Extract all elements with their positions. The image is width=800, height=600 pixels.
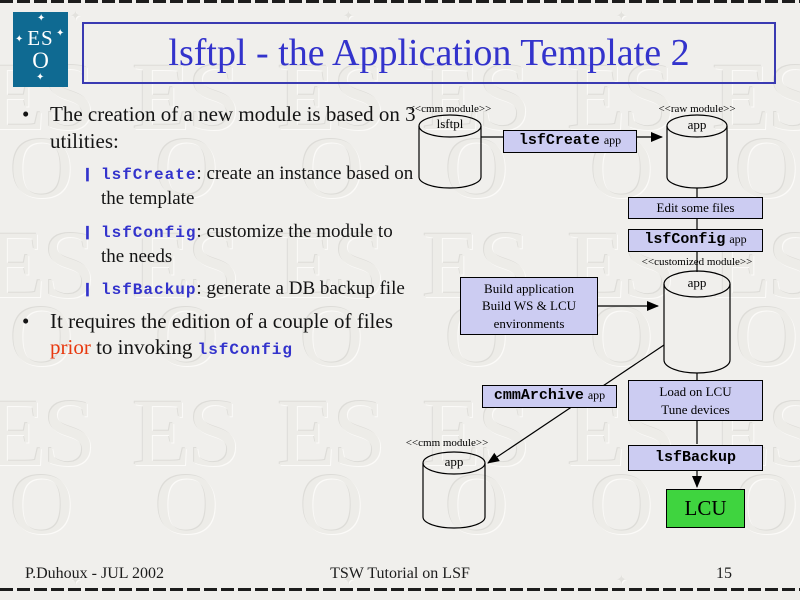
box-lsfcreate-label: lsfCreate	[518, 132, 600, 150]
cylinder-label-lsftpl: lsftpl	[436, 116, 464, 131]
bullet-text-part: to invoking	[90, 335, 198, 360]
box-cmmarchive-label: cmmArchive	[493, 387, 584, 405]
box-lsfcreate-suffix: app	[603, 133, 622, 148]
code-lsfconfig: lsfConfig	[101, 223, 197, 242]
box-load-lcu: Load on LCU Tune devices	[628, 380, 763, 421]
logo-text-o: O	[32, 48, 49, 73]
watermark-sparkle-icon: ✦	[616, 8, 627, 23]
sub-bullet-desc: : create an instance based on the templa…	[101, 163, 414, 210]
sub-bullet-item: ❙ lsfBackup: generate a DB backup file	[82, 276, 420, 301]
filmstrip-bottom	[0, 588, 800, 591]
code-lsfcreate: lsfCreate	[101, 166, 197, 185]
box-cmmarchive-suffix: app	[587, 388, 606, 403]
box-load-line: Tune devices	[661, 401, 730, 417]
cylinder-label-app: app	[687, 275, 707, 290]
box-edit-files-label: Edit some files	[656, 200, 735, 216]
bullet-marker: •	[22, 102, 30, 126]
cylinder-raw-body	[666, 126, 728, 189]
box-build-line: Build application	[484, 280, 574, 296]
box-lcu: LCU	[666, 489, 745, 528]
sub-bullet-desc: : customize the module to the needs	[101, 220, 393, 267]
box-load-line: Load on LCU	[659, 383, 732, 399]
watermark-sparkle-icon: ✦	[70, 8, 81, 23]
footer-page-number: 15	[716, 565, 732, 582]
eso-logo: ✦ ✦ ✦ ✦ ES O	[13, 12, 68, 87]
box-lsfconfig-suffix: app	[729, 232, 747, 247]
sub-bullet-desc: : generate a DB backup file	[196, 277, 405, 299]
cylinder-label-app: app	[444, 454, 464, 469]
page-title: lsftpl - the Application Template 2	[168, 32, 690, 74]
bullet-marker: •	[22, 308, 30, 333]
bullet-list: • The creation of a new module is based …	[22, 101, 420, 368]
sub-bullet-text: lsfBackup: generate a DB backup file	[101, 276, 420, 301]
box-build-line: Build WS & LCU	[481, 298, 577, 314]
stereotype-raw-module: <<raw module>>	[658, 103, 736, 115]
box-lsfconfig-label: lsfConfig	[644, 231, 726, 249]
stereotype-cmm-module: <<cmm module>>	[408, 103, 492, 115]
sub-bullet-text: lsfConfig: customize the module to the n…	[101, 219, 420, 269]
code-lsfbackup: lsfBackup	[101, 280, 197, 299]
filmstrip-top	[0, 0, 800, 3]
stereotype-cmm-module: <<cmm module>>	[405, 437, 489, 449]
highlighted-word: prior	[50, 335, 91, 360]
box-build-line: environments	[493, 315, 565, 331]
box-lsfbackup-label: lsfBackup	[654, 448, 736, 466]
logo-star-icon: ✦	[37, 13, 46, 24]
watermark-sparkle-icon: ✦	[70, 572, 81, 587]
title-box: lsftpl - the Application Template 2	[82, 22, 776, 84]
cylinder-cmm-body	[422, 463, 486, 529]
logo-text-es: ES	[27, 26, 54, 50]
sub-bullet-item: ❙ lsfConfig: customize the module to the…	[82, 219, 420, 269]
logo-star-icon: ✦	[15, 34, 24, 45]
sub-bullet-marker-icon: ❙	[82, 223, 93, 239]
logo-star-icon: ✦	[56, 28, 65, 39]
watermark-sparkle-icon: ✦	[616, 572, 627, 587]
watermark-sparkle-icon: ✦	[343, 572, 354, 587]
logo-star-icon: ✦	[36, 72, 45, 83]
bullet-text-part: It requires the edition of a couple of f…	[50, 308, 393, 333]
sub-bullet-text: lsfCreate: create an instance based on t…	[101, 161, 420, 211]
stereotype-customized-module: <<customized module>>	[641, 256, 753, 268]
bullet-text: It requires the edition of a couple of f…	[50, 308, 420, 361]
bullet-item: • It requires the edition of a couple of…	[22, 308, 420, 361]
box-lsfbackup: lsfBackup	[628, 445, 763, 471]
box-lcu-label: LCU	[684, 496, 727, 521]
sub-bullet-marker-icon: ❙	[82, 166, 93, 182]
sub-bullet-marker-icon: ❙	[82, 280, 93, 296]
code-lsfconfig: lsfConfig	[197, 341, 294, 360]
sub-bullet-item: ❙ lsfCreate: create an instance based on…	[82, 161, 420, 211]
box-edit-files: Edit some files	[628, 197, 763, 219]
footer-author: P.Duhoux - JUL 2002	[25, 565, 164, 582]
bullet-text: The creation of a new module is based on…	[50, 102, 416, 153]
cylinder-lsftpl-body	[418, 126, 482, 189]
bullet-item: • The creation of a new module is based …	[22, 101, 420, 154]
watermark-sparkle-icon: ✦	[343, 8, 354, 23]
cylinder-label-app: app	[687, 117, 707, 132]
box-build-application: Build application Build WS & LCU environ…	[460, 277, 598, 335]
